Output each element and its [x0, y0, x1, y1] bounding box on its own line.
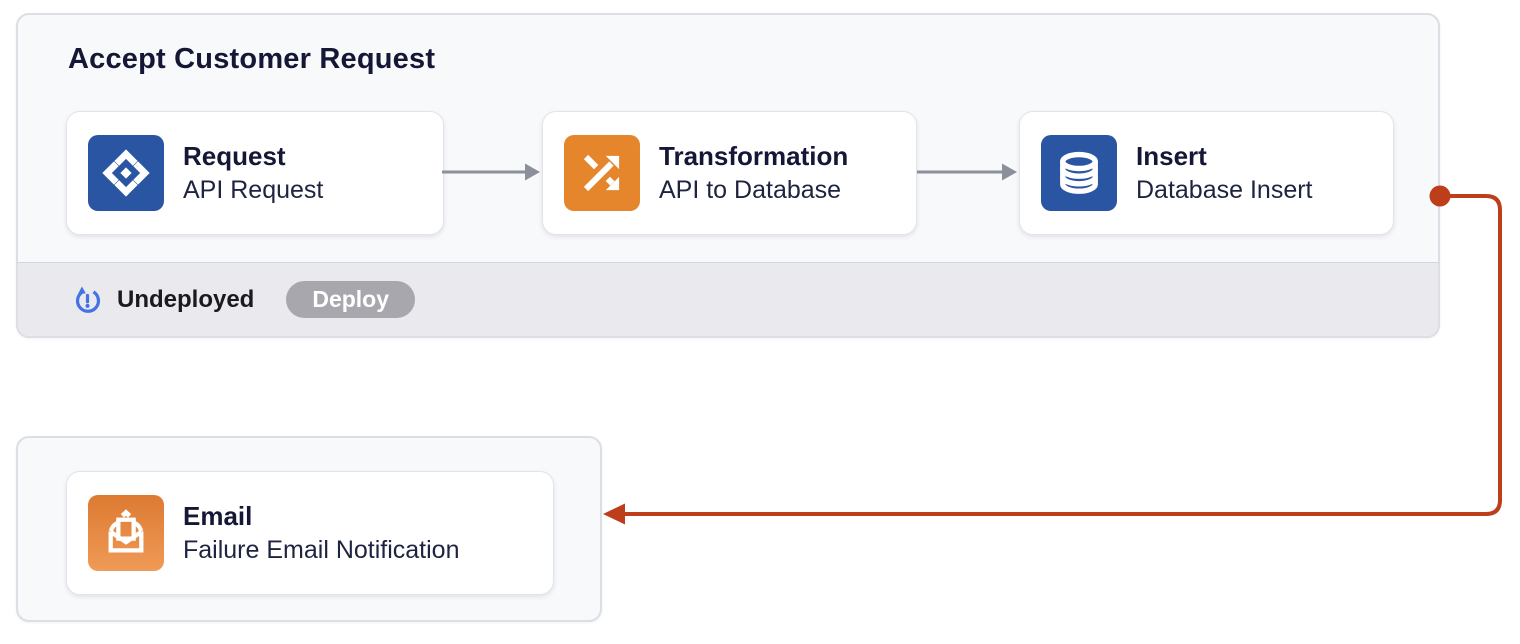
deployment-status-bar: Undeployed Deploy [18, 262, 1438, 336]
database-icon [1041, 135, 1117, 211]
step-title: Transformation [659, 141, 849, 171]
undeployed-icon [72, 284, 103, 315]
email-icon [88, 495, 164, 571]
step-card-transformation[interactable]: Transformation API to Database [542, 111, 917, 235]
step-subtitle: Database Insert [1136, 176, 1313, 204]
step-card-email[interactable]: Email Failure Email Notification [66, 471, 554, 595]
step-card-insert[interactable]: Insert Database Insert [1019, 111, 1394, 235]
step-subtitle: Failure Email Notification [183, 536, 460, 564]
trigger-icon [88, 135, 164, 211]
failure-connector-arrowhead [603, 503, 625, 525]
failure-notification-panel: Email Failure Email Notification [16, 436, 602, 622]
shuffle-icon [564, 135, 640, 211]
flow-title: Accept Customer Request [68, 43, 436, 75]
step-title: Email [183, 501, 253, 531]
step-subtitle: API Request [183, 176, 324, 204]
step-subtitle: API to Database [659, 176, 842, 204]
status-label: Undeployed [117, 285, 255, 313]
step-title: Request [183, 141, 286, 171]
step-title: Insert [1136, 141, 1207, 171]
integration-flow-panel: Accept Customer Request Request API Requ… [16, 13, 1440, 338]
deploy-button[interactable]: Deploy [286, 281, 416, 318]
step-card-request[interactable]: Request API Request [66, 111, 444, 235]
